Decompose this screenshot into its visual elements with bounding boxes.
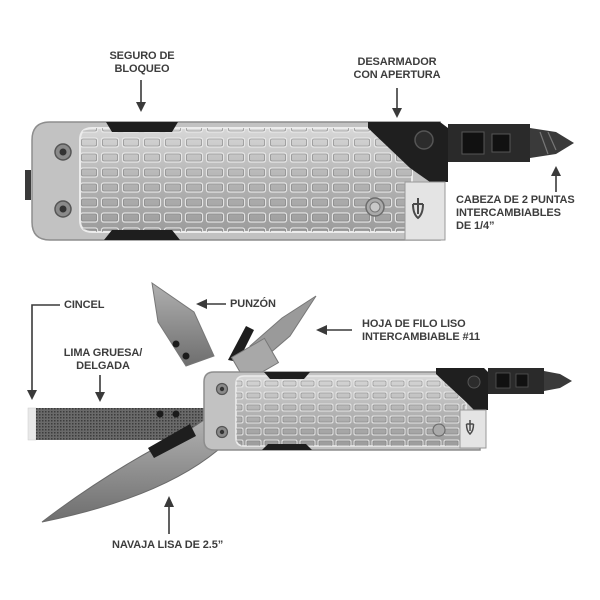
label-screwdriver-line2: CON APERTURA <box>353 69 441 81</box>
label-lock: SEGURO DE BLOQUEO <box>102 50 182 76</box>
label-knife: NAVAJA LISA DE 2.5” <box>112 539 223 552</box>
arrow-icon <box>27 80 561 534</box>
label-bit-head-line2: INTERCAMBIABLES <box>456 207 561 219</box>
label-screwdriver: DESARMADOR CON APERTURA <box>347 56 447 82</box>
label-file-line1: LIMA GRUESA/ <box>63 347 143 359</box>
label-awl: PUNZÓN <box>230 298 276 311</box>
label-bit-head-line1: CABEZA DE 2 PUNTAS <box>456 194 575 206</box>
open-tool <box>27 281 572 523</box>
label-lock-line1: SEGURO DE <box>109 50 175 62</box>
pocket-clip <box>25 170 31 200</box>
label-awl-text: PUNZÓN <box>230 298 276 310</box>
label-lock-line2: BLOQUEO <box>114 63 170 75</box>
label-replaceable-blade-line1: HOJA DE FILO LISO <box>362 318 466 330</box>
screw-icon <box>215 382 446 439</box>
label-bit-head: CABEZA DE 2 PUNTAS INTERCAMBIABLES DE 1/… <box>456 194 575 233</box>
screw-icon <box>54 143 385 218</box>
label-bit-head-line3: DE 1/4” <box>456 220 495 232</box>
bit-tip <box>530 128 574 158</box>
closed-tool <box>25 121 574 241</box>
label-chisel-text: CINCEL <box>64 299 105 311</box>
awl-blade <box>151 281 215 367</box>
label-chisel: CINCEL <box>64 299 104 312</box>
label-file-line2: DELGADA <box>76 360 130 372</box>
bit-holder <box>448 124 530 162</box>
chisel-tip <box>27 407 37 441</box>
lock-tab-bottom <box>104 230 180 240</box>
label-replaceable-blade: HOJA DE FILO LISO INTERCAMBIABLE #11 <box>362 318 480 344</box>
label-screwdriver-line1: DESARMADOR <box>357 56 437 68</box>
label-file: LIMA GRUESA/ DELGADA <box>56 347 150 373</box>
label-knife-text: NAVAJA LISA DE 2.5” <box>112 539 224 551</box>
label-replaceable-blade-line2: INTERCAMBIABLE #11 <box>362 331 480 343</box>
grip-texture <box>80 128 412 232</box>
lock-tab-top <box>106 122 178 132</box>
gerber-logo-icon <box>465 420 475 435</box>
gerber-logo-icon <box>412 198 424 220</box>
